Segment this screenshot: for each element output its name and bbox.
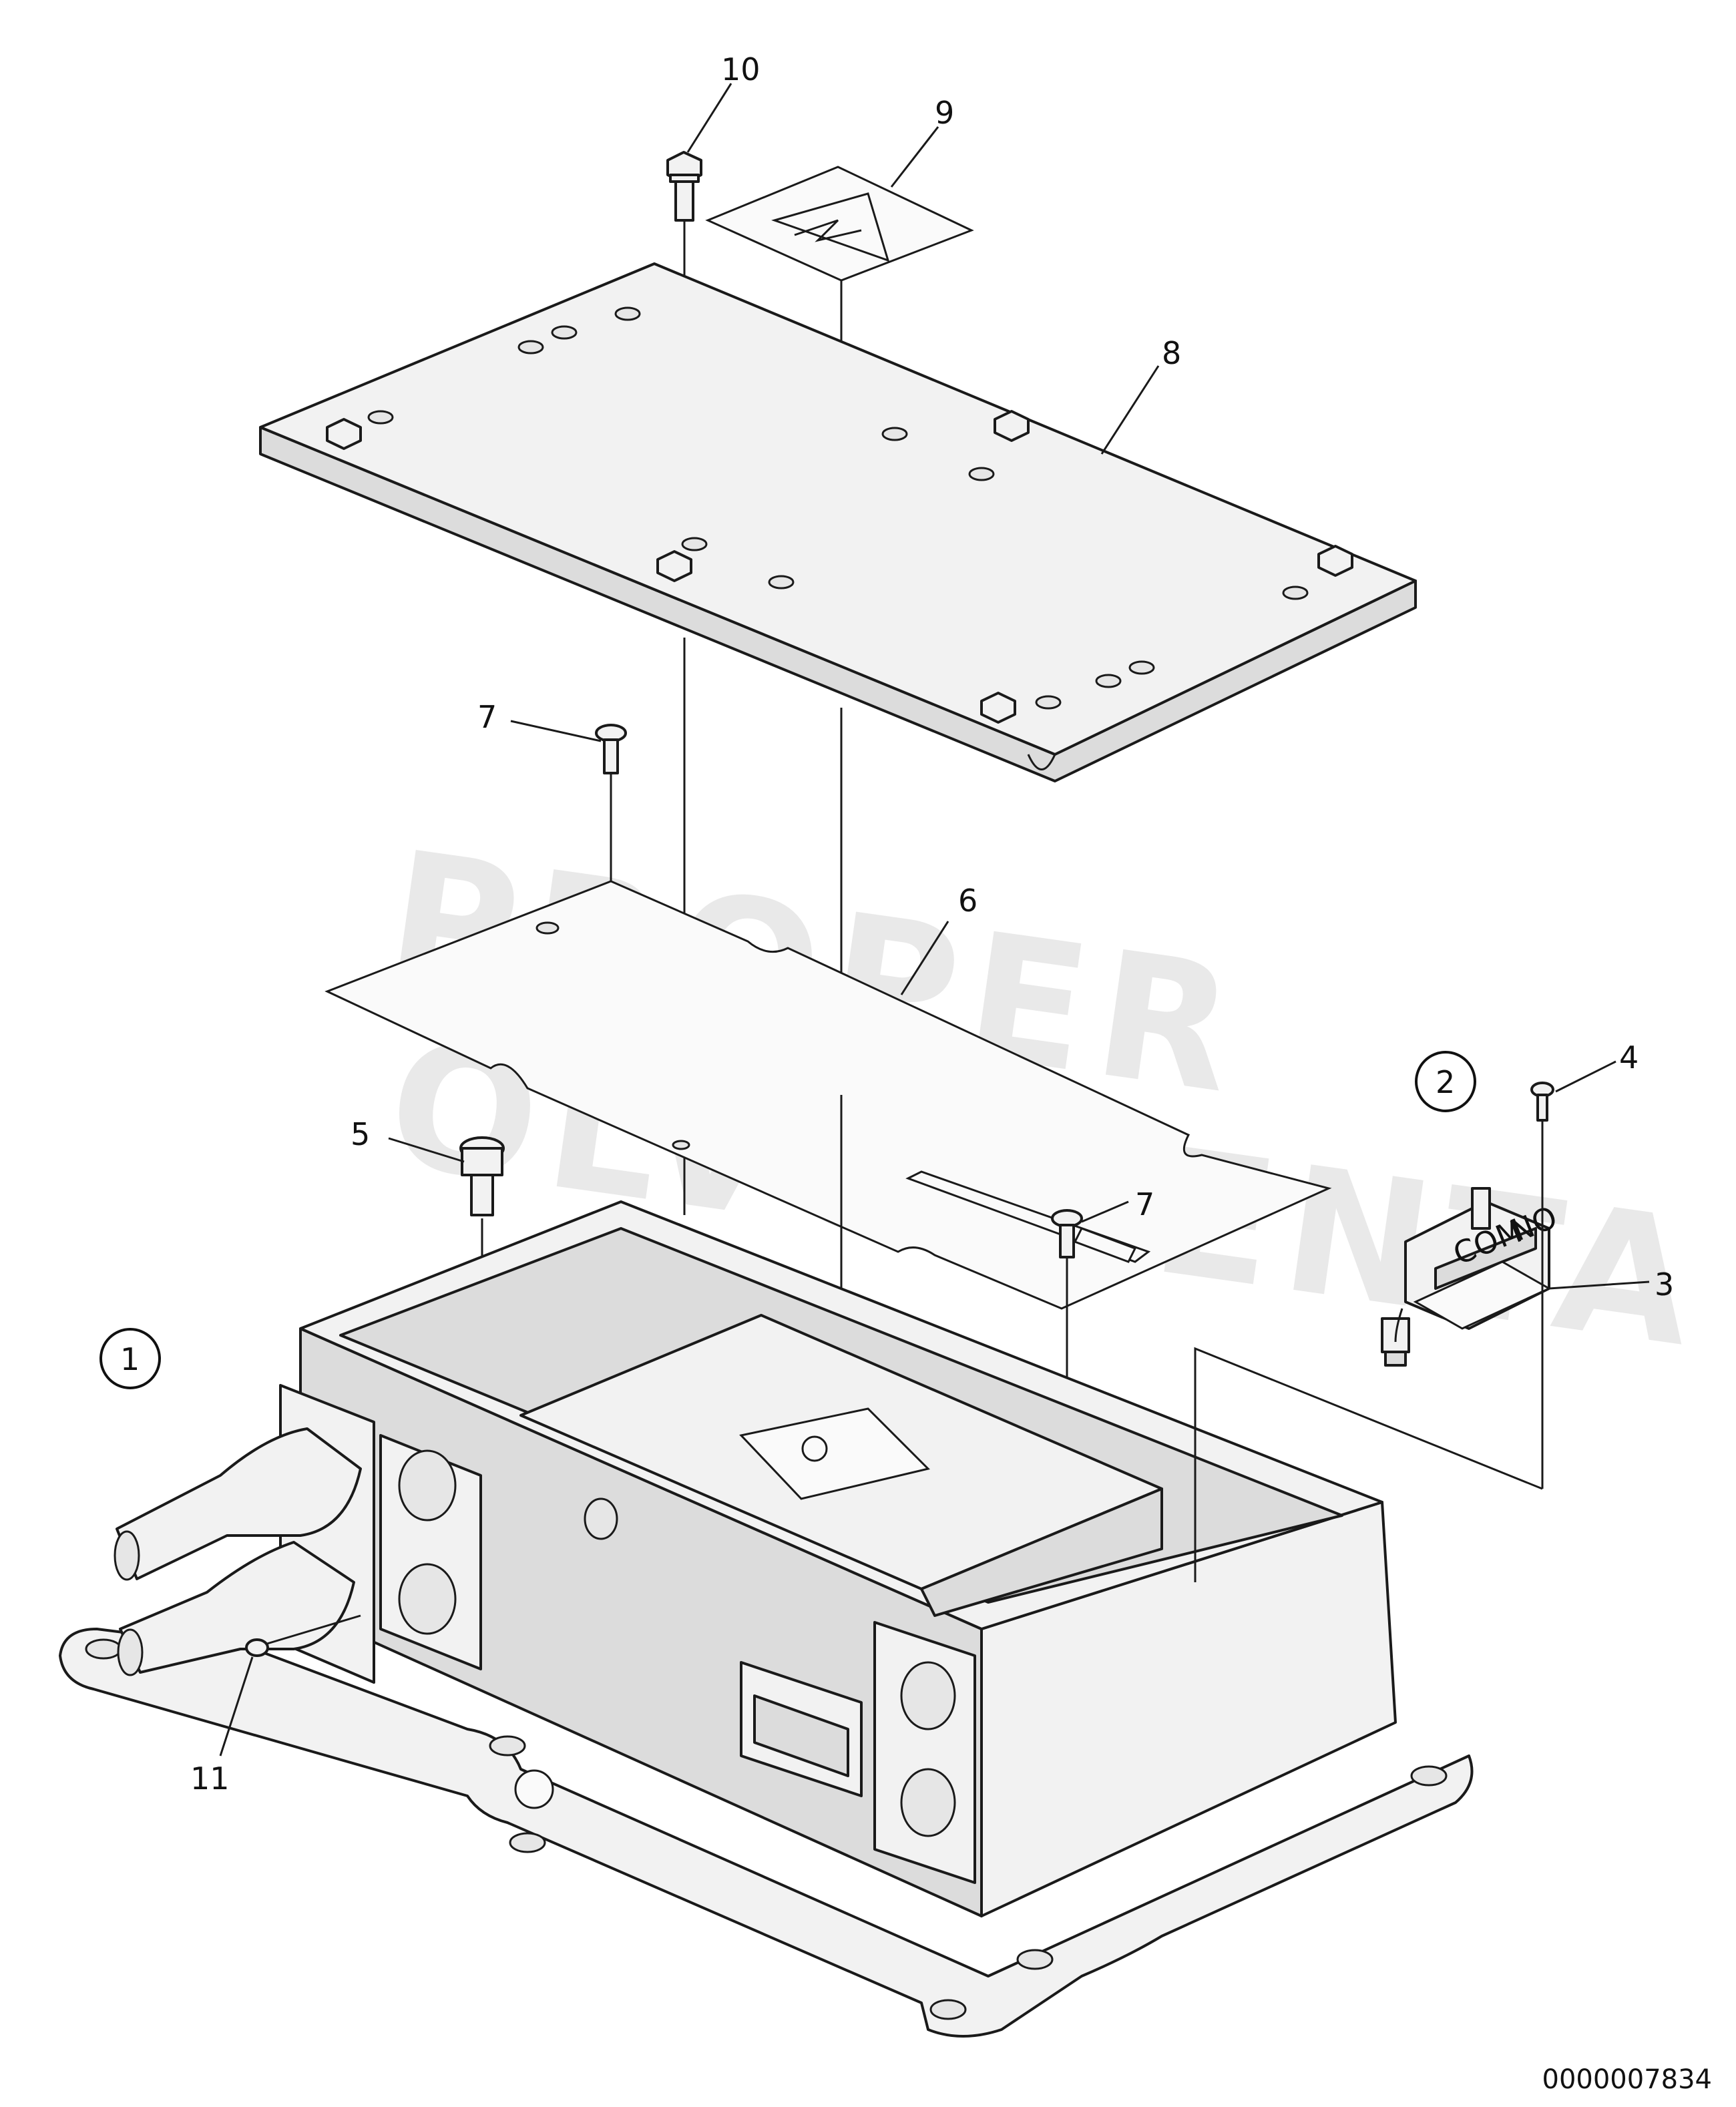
cover-bolts bbox=[326, 410, 1353, 724]
callout-2: 2 bbox=[1436, 1064, 1455, 1100]
bolt-item-10 bbox=[666, 151, 702, 294]
leader-lines bbox=[219, 83, 1650, 1757]
callout-1: 1 bbox=[120, 1341, 140, 1377]
callout-9: 9 bbox=[935, 95, 954, 131]
gasket-sheet-item-6 bbox=[324, 880, 1332, 1419]
callout-10: 10 bbox=[721, 51, 761, 87]
callout-6: 6 bbox=[958, 883, 978, 919]
bolt-item-5 bbox=[459, 1136, 505, 1395]
callout-circle-1 bbox=[99, 1328, 161, 1389]
drawing-number: 0000007834 bbox=[1542, 2064, 1713, 2095]
callout-3: 3 bbox=[1655, 1266, 1674, 1303]
cover-holes bbox=[367, 306, 1309, 710]
housing-item-1 bbox=[59, 1200, 1474, 2038]
callouts: 10 9 8 7 6 5 7 4 3 11 1 2 bbox=[99, 51, 1674, 1797]
screw-item-7-upper bbox=[595, 724, 627, 881]
callout-7-lower: 7 bbox=[1135, 1186, 1154, 1222]
callout-circle-2 bbox=[1415, 1051, 1476, 1112]
callout-7-upper: 7 bbox=[477, 699, 497, 735]
callout-11: 11 bbox=[190, 1761, 230, 1797]
callout-4: 4 bbox=[1619, 1039, 1639, 1076]
cover-plate-item-8 bbox=[259, 262, 1417, 1215]
callout-8: 8 bbox=[1162, 335, 1181, 371]
callout-5: 5 bbox=[351, 1116, 370, 1152]
